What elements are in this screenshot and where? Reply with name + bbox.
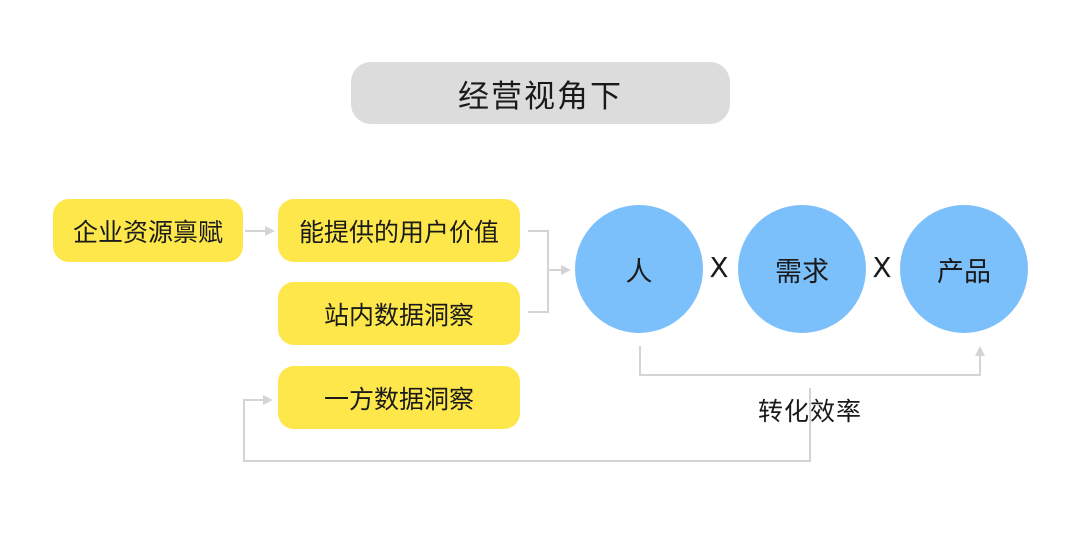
demand-node: 需求 <box>738 205 866 333</box>
feedback-loop <box>243 388 811 462</box>
arrowhead-product <box>975 346 985 356</box>
conversion-bracket <box>639 346 981 376</box>
merge-bracket <box>528 230 549 313</box>
conversion-efficiency-label: 转化效率 <box>757 397 862 426</box>
diagram-title: 经营视角下 <box>351 62 730 124</box>
user-value-node: 能提供的用户价值 <box>278 199 520 262</box>
multiply-operator-1: X <box>709 251 729 284</box>
person-node: 人 <box>575 205 703 333</box>
arrowhead-first-party <box>263 395 273 405</box>
arrowhead-person <box>561 265 571 275</box>
site-insight-node: 站内数据洞察 <box>278 282 520 345</box>
first-party-insight-node: 一方数据洞察 <box>278 366 520 429</box>
product-node: 产品 <box>900 205 1028 333</box>
multiply-operator-2: X <box>872 251 892 284</box>
endowment-node: 企业资源禀赋 <box>53 199 243 262</box>
arrowhead-value <box>265 226 275 236</box>
